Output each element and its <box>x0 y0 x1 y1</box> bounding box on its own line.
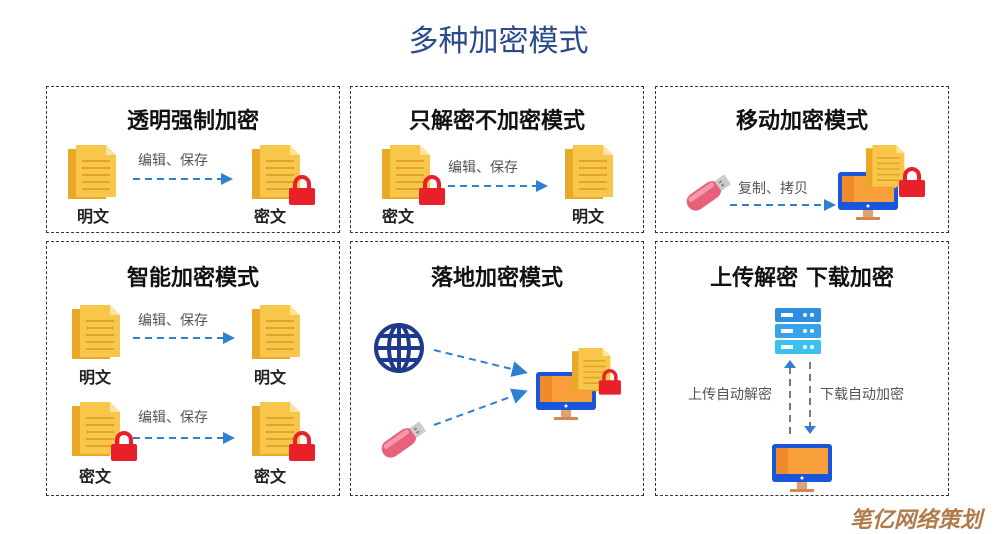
action-label: 编辑、保存 <box>138 153 208 169</box>
lock-icon <box>598 369 622 396</box>
upload-download-arrows <box>784 360 816 434</box>
ciphertext-label: 密文 <box>381 207 414 226</box>
arrow-icon <box>730 199 836 211</box>
server-icon <box>775 308 821 356</box>
document-icon <box>382 145 432 201</box>
document-icon <box>68 145 118 201</box>
usb-drive-icon <box>680 168 736 218</box>
document-icon <box>252 402 302 458</box>
panel-title: 上传解密 下载加密 <box>710 266 894 291</box>
document-icon <box>565 145 615 201</box>
document-icon <box>72 402 122 458</box>
arrow-icon <box>133 432 235 444</box>
plaintext-label: 明文 <box>78 368 111 387</box>
lock-icon <box>418 175 446 206</box>
watermark: 笔亿网络策划 <box>850 508 983 533</box>
action-label: 编辑、保存 <box>138 313 208 329</box>
arrow-icon <box>133 173 233 185</box>
monitor-icon <box>772 444 832 494</box>
lock-icon <box>110 431 138 462</box>
panel-title: 透明强制加密 <box>126 109 259 134</box>
lock-icon <box>288 431 316 462</box>
action-label: 编辑、保存 <box>448 160 518 176</box>
document-icon <box>252 145 302 201</box>
panel-title: 只解密不加密模式 <box>408 109 585 134</box>
panel-decrypt-only: 只解密不加密模式 <box>350 86 644 233</box>
document-icon <box>866 145 906 190</box>
panel-smart-encryption: 智能加密模式 <box>46 241 340 496</box>
lock-icon <box>288 175 316 206</box>
action-label: 编辑、保存 <box>138 410 208 426</box>
globe-icon <box>373 322 425 374</box>
ciphertext-label: 密文 <box>253 467 286 486</box>
plaintext-label: 明文 <box>253 368 286 387</box>
arrow-icon <box>448 180 548 192</box>
ciphertext-label: 密文 <box>253 207 286 226</box>
document-icon <box>252 305 302 361</box>
plaintext-label: 明文 <box>571 207 604 226</box>
usb-drive-icon <box>375 415 431 465</box>
download-label: 下载自动加密 <box>820 387 904 403</box>
panel-title: 落地加密模式 <box>430 266 563 291</box>
action-label: 复制、拷贝 <box>738 181 808 197</box>
document-icon <box>72 305 122 361</box>
arrow-icon <box>133 332 235 344</box>
panel-mobile-encryption: 移动加密模式 <box>655 86 949 233</box>
upload-label: 上传自动解密 <box>688 387 772 403</box>
page-title: 多种加密模式 <box>408 24 589 59</box>
panel-transparent-encryption: 透明强制加密 <box>46 86 340 233</box>
ciphertext-label: 密文 <box>78 467 111 486</box>
panel-upload-download: 上传解密 下载加密 <box>655 241 949 496</box>
panel-title: 智能加密模式 <box>126 266 259 291</box>
plaintext-label: 明文 <box>76 207 109 226</box>
lock-icon <box>898 167 926 198</box>
panel-landing-encryption: 落地加密模式 <box>350 241 644 496</box>
panel-title: 移动加密模式 <box>735 109 868 134</box>
